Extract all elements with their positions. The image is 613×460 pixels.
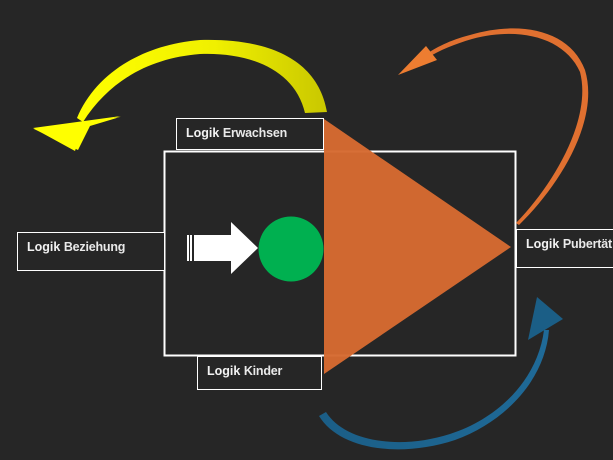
label-prefix: Logik: [526, 237, 563, 251]
label-logik-kinder: Logik Kinder: [197, 356, 322, 390]
label-term: Erwachsen: [222, 126, 288, 140]
label-term: Pubertät: [562, 237, 612, 251]
striped-right-arrow: [187, 222, 258, 274]
blue-curved-arrow: [319, 297, 563, 450]
label-logik-beziehung: Logik Beziehung: [17, 232, 165, 271]
play-triangle: [324, 119, 511, 374]
green-circle: [258, 216, 324, 282]
label-logik-pubertaet: Logik Pubertät: [516, 229, 613, 268]
orange-curved-arrow: [398, 28, 589, 225]
label-prefix: Logik: [186, 126, 223, 140]
label-logik-erwachsen: Logik Erwachsen: [176, 118, 324, 150]
yellow-curved-arrow: [33, 39, 327, 151]
label-prefix: Logik: [27, 240, 64, 254]
label-term: Kinder: [243, 364, 283, 378]
label-term: Beziehung: [63, 240, 126, 254]
label-prefix: Logik: [207, 364, 244, 378]
